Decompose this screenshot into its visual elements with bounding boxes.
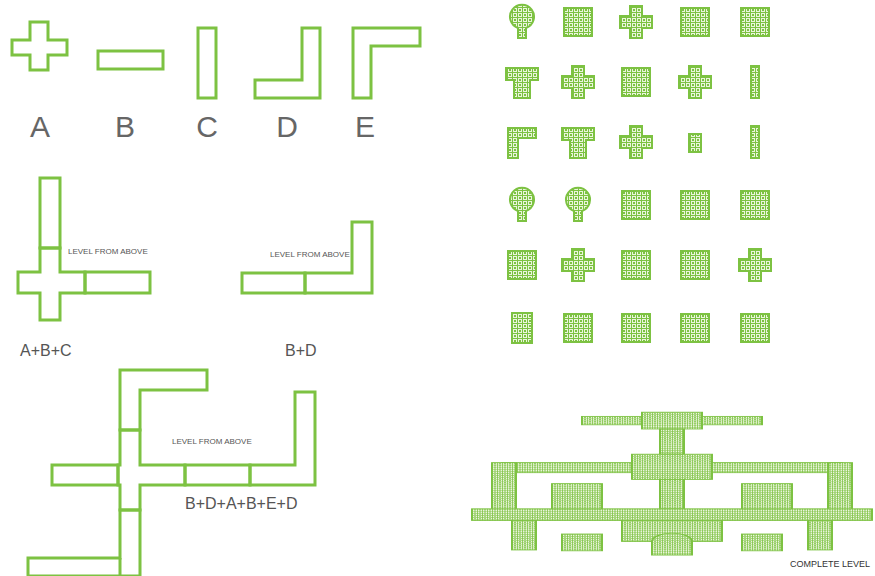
map-tile bbox=[562, 66, 594, 98]
tile-corner bbox=[120, 370, 207, 430]
map-tile bbox=[620, 126, 652, 158]
combo-formula: A+B+C bbox=[20, 343, 72, 359]
tile-letter: A bbox=[30, 112, 50, 142]
tile-letter: D bbox=[276, 112, 298, 142]
map-tile bbox=[620, 6, 652, 38]
complete-level-render bbox=[472, 412, 872, 555]
tile-cross bbox=[12, 22, 67, 70]
view-note: LEVEL FROM ABOVE bbox=[172, 438, 252, 446]
map-tile bbox=[622, 314, 650, 342]
map-tile bbox=[510, 188, 534, 221]
map-tile bbox=[689, 134, 701, 152]
tile-cross bbox=[18, 248, 85, 320]
map-tile bbox=[622, 68, 650, 96]
map-tile bbox=[681, 191, 709, 219]
map-tile bbox=[681, 314, 709, 342]
map-tile bbox=[566, 188, 590, 221]
tile-straight bbox=[185, 465, 250, 485]
combo-formula: B+D+A+B+E+D bbox=[185, 496, 298, 512]
map-tile bbox=[681, 251, 709, 279]
map-tile bbox=[739, 249, 771, 281]
tile-joint bbox=[119, 558, 122, 576]
map-tile bbox=[741, 8, 769, 36]
map-tile bbox=[562, 249, 594, 281]
tile-letter: B bbox=[115, 112, 135, 142]
map-tile bbox=[679, 66, 711, 98]
map-tile bbox=[512, 313, 532, 343]
map-tile bbox=[751, 66, 759, 98]
tile-corner bbox=[255, 28, 320, 98]
combo-formula: B+D bbox=[285, 343, 317, 359]
map-tile bbox=[562, 128, 594, 158]
tile-straight-vertical bbox=[40, 178, 60, 248]
tile-corner bbox=[28, 510, 140, 576]
tile-straight bbox=[242, 273, 305, 293]
tile-letter: E bbox=[355, 112, 375, 142]
map-tile bbox=[751, 126, 759, 158]
map-tile bbox=[506, 68, 538, 98]
tile-straight bbox=[85, 272, 150, 293]
map-tile bbox=[622, 191, 650, 219]
tile-straight bbox=[52, 465, 118, 485]
tile-corner bbox=[250, 392, 315, 485]
map-tile bbox=[564, 314, 592, 342]
view-note: LEVEL FROM ABOVE bbox=[68, 248, 148, 256]
tile-letter: C bbox=[196, 112, 218, 142]
map-tile bbox=[622, 251, 650, 279]
tile-straight bbox=[98, 51, 163, 69]
map-tile bbox=[564, 8, 592, 36]
tile-straight-vertical bbox=[198, 28, 216, 98]
caption-note: COMPLETE LEVEL bbox=[790, 560, 870, 569]
tile-corner bbox=[353, 28, 420, 98]
map-tile bbox=[510, 5, 534, 38]
map-tile bbox=[741, 314, 769, 342]
view-note: LEVEL FROM ABOVE bbox=[270, 251, 350, 259]
map-tile bbox=[681, 8, 709, 36]
map-tile bbox=[508, 251, 536, 279]
map-tile bbox=[741, 191, 769, 219]
map-tile bbox=[508, 128, 536, 158]
